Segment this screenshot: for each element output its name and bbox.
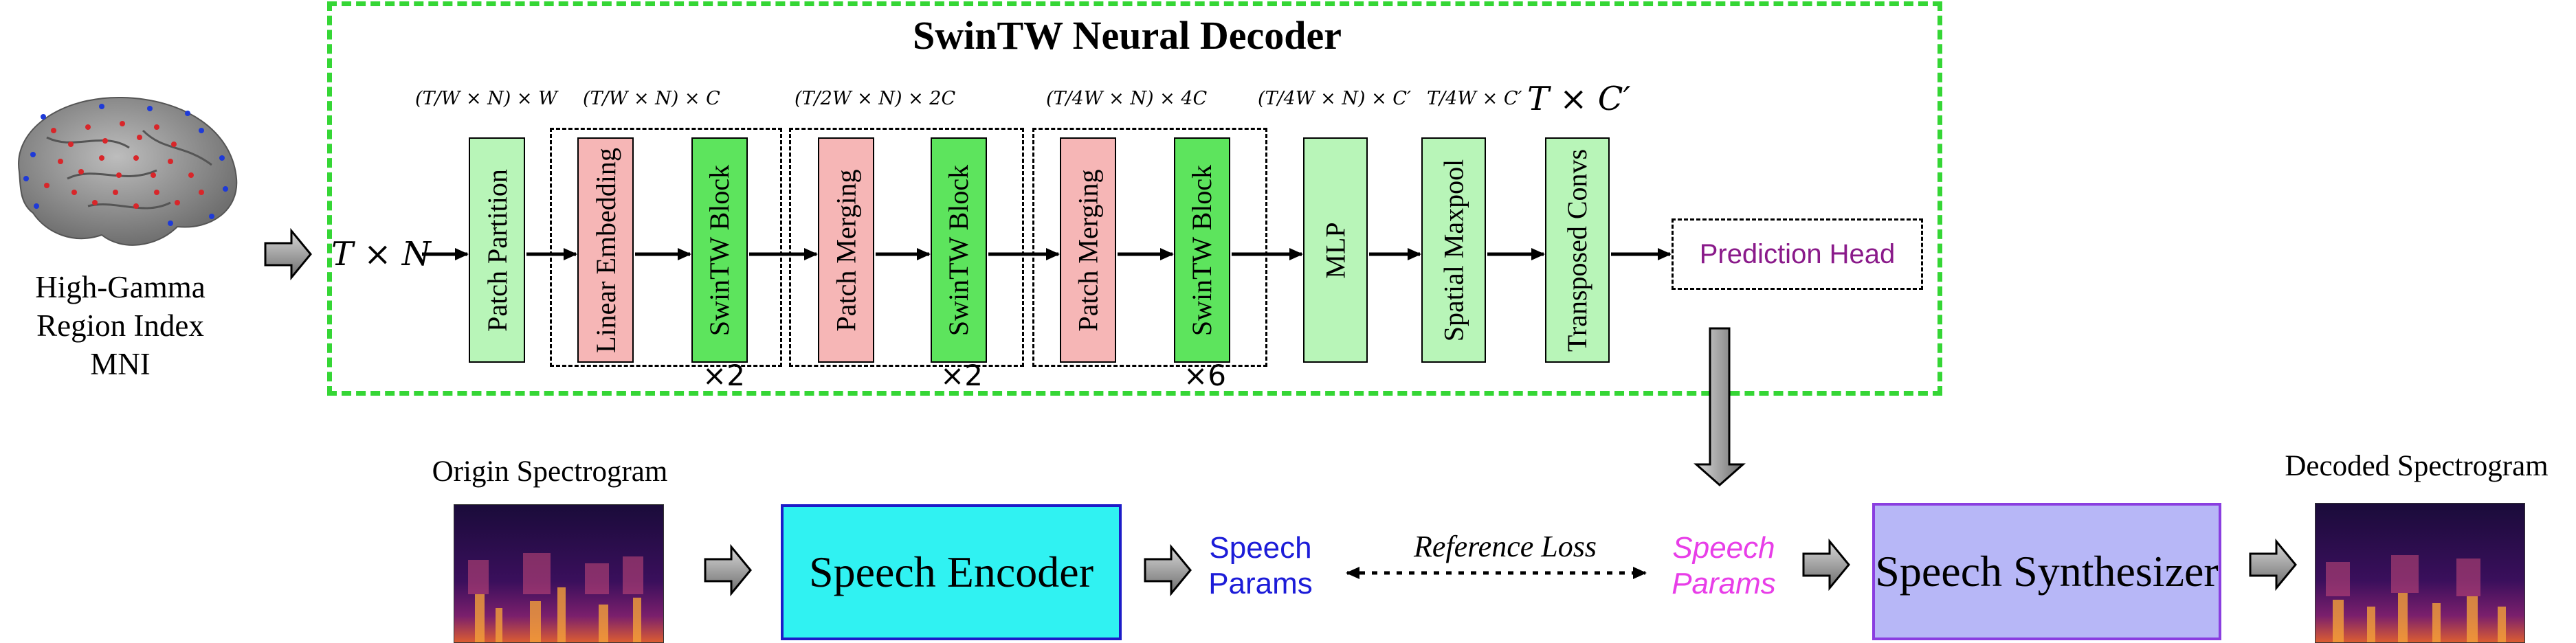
patch-partition-block: Patch Partition bbox=[469, 137, 525, 363]
dim-label-mlp: (T/4W × N) × C′ bbox=[1258, 88, 1412, 109]
decoded-spectrogram-label: Decoded Spectrogram bbox=[2285, 450, 2549, 482]
input-label-line2: Region Index bbox=[36, 308, 204, 343]
speech-params-left-line2: Params bbox=[1208, 567, 1313, 600]
gray-arrow-origin-to-encoder bbox=[704, 543, 752, 597]
dim-label-merging-1: (T/2W × N) × 2C bbox=[795, 88, 956, 109]
repeat-label-2: ×2 bbox=[940, 359, 983, 392]
linear-embedding-block: Linear Embedding bbox=[577, 137, 634, 363]
decoder-title: SwinTW Neural Decoder bbox=[912, 13, 1342, 58]
prediction-head-box: Prediction Head bbox=[1672, 218, 1923, 290]
patch-merging-block-1: Patch Merging bbox=[818, 137, 874, 363]
speech-params-left: Speech Params bbox=[1199, 530, 1322, 602]
speech-params-right-line2: Params bbox=[1672, 567, 1776, 600]
dim-label-transposed: T × C′ bbox=[1527, 80, 1631, 118]
origin-spectrogram-label: Origin Spectrogram bbox=[432, 455, 668, 488]
gray-arrow-head-down bbox=[1694, 327, 1746, 487]
swintw-block-1: SwinTW Block bbox=[691, 137, 748, 363]
group-box-1 bbox=[550, 128, 782, 367]
mlp-block: MLP bbox=[1303, 137, 1368, 363]
dim-label-patch-partition: (T/W × N) × W bbox=[415, 88, 557, 109]
input-dim-label: T × N bbox=[331, 235, 431, 273]
transposed-convs-block: Transposed Convs bbox=[1545, 137, 1610, 363]
gray-arrow-params-to-synth bbox=[1802, 538, 1850, 591]
speech-params-right-line1: Speech bbox=[1672, 531, 1775, 565]
speech-params-right: Speech Params bbox=[1662, 530, 1786, 602]
repeat-label-3: ×6 bbox=[1184, 359, 1226, 392]
dim-label-maxpool: T/4W × C′ bbox=[1427, 88, 1522, 109]
speech-params-left-line1: Speech bbox=[1209, 531, 1312, 565]
dim-label-merging-2: (T/4W × N) × 4C bbox=[1046, 88, 1208, 109]
brain-image bbox=[18, 96, 238, 246]
gray-arrow-encoder-to-params bbox=[1144, 543, 1192, 597]
patch-merging-block-2: Patch Merging bbox=[1060, 137, 1116, 363]
input-label-line3: MNI bbox=[90, 347, 151, 381]
origin-spectrogram-graphic bbox=[454, 505, 663, 642]
speech-synthesizer-box: Speech Synthesizer bbox=[1872, 503, 2221, 640]
decoded-spectrogram-graphic bbox=[2316, 504, 2524, 642]
reference-loss-label: Reference Loss bbox=[1414, 530, 1597, 563]
spatial-maxpool-block: Spatial Maxpool bbox=[1421, 137, 1486, 363]
group-box-2 bbox=[789, 128, 1024, 367]
gray-arrow-input bbox=[264, 227, 312, 281]
input-label-line1: High-Gamma bbox=[35, 270, 206, 304]
swintw-block-2: SwinTW Block bbox=[931, 137, 987, 363]
origin-spectrogram-image bbox=[454, 504, 664, 643]
swintw-block-3: SwinTW Block bbox=[1174, 137, 1230, 363]
group-box-3 bbox=[1032, 128, 1267, 367]
speech-encoder-box: Speech Encoder bbox=[781, 504, 1122, 640]
decoder-frame bbox=[327, 1, 1942, 396]
decoded-spectrogram-image bbox=[2315, 503, 2525, 643]
repeat-label-1: ×2 bbox=[702, 359, 745, 392]
gray-arrow-synth-to-decoded bbox=[2249, 538, 2297, 591]
dim-label-linear-embedding: (T/W × N) × C bbox=[583, 88, 720, 109]
